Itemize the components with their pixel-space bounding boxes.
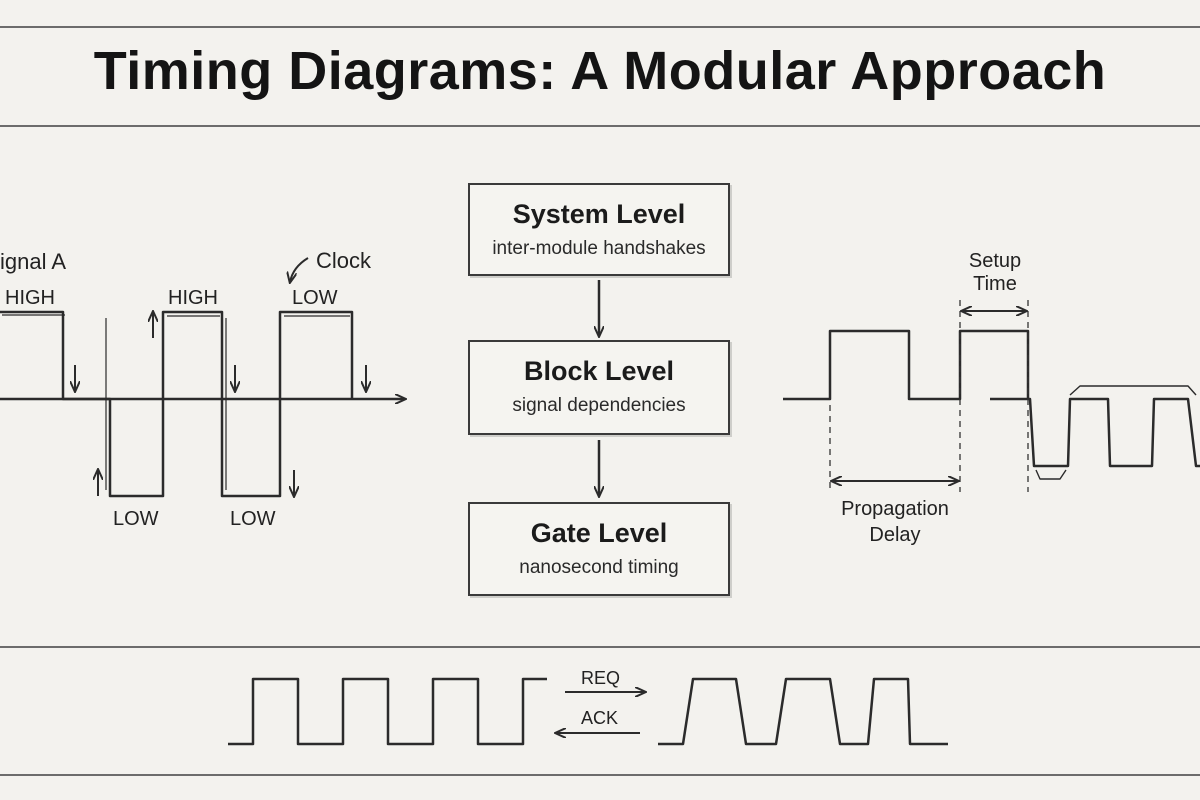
- system-level-box: System Level inter-module handshakes: [468, 183, 730, 276]
- state-low-1: LOW: [113, 508, 159, 530]
- gate-level-subtitle: nanosecond timing: [519, 557, 679, 578]
- signal-a-waveform: [0, 310, 405, 498]
- transition-arrows: [75, 257, 366, 496]
- ack-label: ACK: [581, 708, 619, 728]
- section-rule: [0, 646, 1200, 648]
- system-level-subtitle: inter-module handshakes: [492, 238, 706, 259]
- measure-arrows: [832, 311, 1026, 481]
- block-level-heading: Block Level: [523, 356, 675, 386]
- gate-level-heading: Gate Level: [530, 518, 668, 548]
- timing-guides: [829, 300, 1029, 492]
- block-level-box: Block Level signal dependencies: [468, 340, 730, 435]
- clock-label: Clock: [316, 248, 372, 273]
- page-title: Timing Diagrams: A Modular Approach: [93, 41, 1107, 101]
- gate-level-box: Gate Level nanosecond timing: [468, 502, 730, 596]
- state-low-2: LOW: [230, 508, 276, 530]
- propagation-delay-label: Propagation Delay: [830, 496, 960, 548]
- setup-time-line-1: Setup: [968, 250, 1022, 272]
- signal-a-label: ignal A: [0, 249, 67, 274]
- propagation-waveform: [783, 329, 1200, 480]
- title-rule: [0, 125, 1200, 127]
- block-level-subtitle: signal dependencies: [512, 395, 686, 416]
- handshake-arrows: [556, 692, 645, 733]
- state-high-2: HIGH: [168, 287, 218, 309]
- top-rule: [0, 26, 1200, 28]
- bottom-rule: [0, 774, 1200, 776]
- setup-time-label: Setup Time: [955, 250, 1035, 296]
- clock-pointer-arrow: [290, 257, 309, 282]
- setup-time-line-2: Time: [973, 273, 1017, 295]
- state-low-top: LOW: [292, 287, 338, 309]
- state-high-1: HIGH: [5, 287, 55, 309]
- propagation-delay-line-2: Delay: [869, 524, 921, 546]
- handshake-waveforms: [228, 677, 948, 746]
- propagation-delay-line-1: Propagation: [841, 498, 949, 520]
- req-label: REQ: [581, 668, 621, 688]
- system-level-heading: System Level: [512, 199, 686, 229]
